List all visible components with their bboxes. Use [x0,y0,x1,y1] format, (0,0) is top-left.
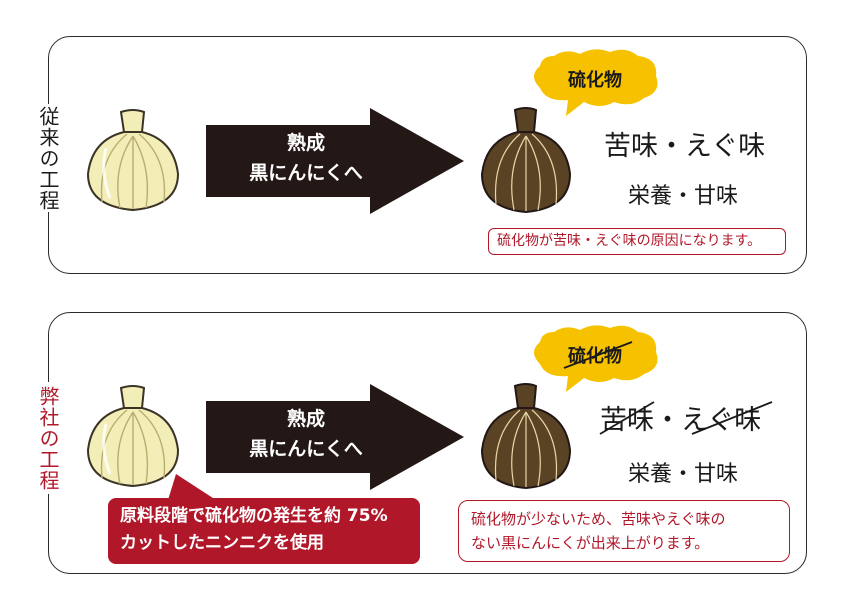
bitterness-strike-icon [599,401,773,435]
sulfide-reduction-text: 原料段階で硫化物の発生を約 75% カットしたニンニクを使用 [120,503,388,557]
aging-arrow-text: 熟成 黒にんにくへ [196,404,416,464]
sulfide-reduction-callout [108,474,420,564]
aging-label: 熟成 [286,132,325,154]
raw-garlic-icon [86,109,180,212]
harshness-word: えぐ味 [681,405,762,436]
nutrition-text: 栄養・甘味 [628,462,739,487]
raw-garlic-icon [86,385,180,488]
bitterness-text: 苦味・えぐ味 [600,398,761,437]
sulfide-bubble [534,49,658,116]
conventional-note-text: 硫化物が苦味・えぐ味の原因になります。 [497,233,762,249]
callout-line-1: 原料段階で硫化物の発生を約 75% [120,506,388,526]
black-garlic-label: 黒にんにくへ [249,438,363,460]
aging-label: 熟成 [286,408,325,430]
bitterness-text: 苦味・えぐ味 [604,131,766,162]
conventional-note: 硫化物が苦味・えぐ味の原因になります。 [488,228,786,255]
bitterness-separator: ・ [654,405,681,436]
black-garlic-icon [480,383,572,490]
black-garlic-label: 黒にんにくへ [249,162,363,184]
our-note: 硫化物が少ないため、苦味やえぐ味の ない黒にんにくが出来上がります。 [458,500,790,562]
our-process-label: 弊社の工程 [22,382,74,494]
our-note-line-2: ない黒にんにくが出来上がります。 [471,534,710,552]
nutrition-text: 栄養・甘味 [628,184,739,209]
bitterness-word: 苦味 [600,405,654,436]
sulfide-strike-icon [563,341,633,369]
conventional-process-label: 従来の工程 [22,104,74,212]
sulfide-bubble [534,325,658,392]
aging-arrow-text: 熟成 黒にんにくへ [196,128,416,188]
our-note-line-1: 硫化物が少ないため、苦味やえぐ味の [471,510,726,528]
aging-arrow [206,384,464,490]
aging-arrow [206,108,464,214]
callout-line-2: カットしたニンニクを使用 [120,533,324,553]
sulfide-label: 硫化物 [568,70,622,91]
black-garlic-icon [480,107,572,214]
